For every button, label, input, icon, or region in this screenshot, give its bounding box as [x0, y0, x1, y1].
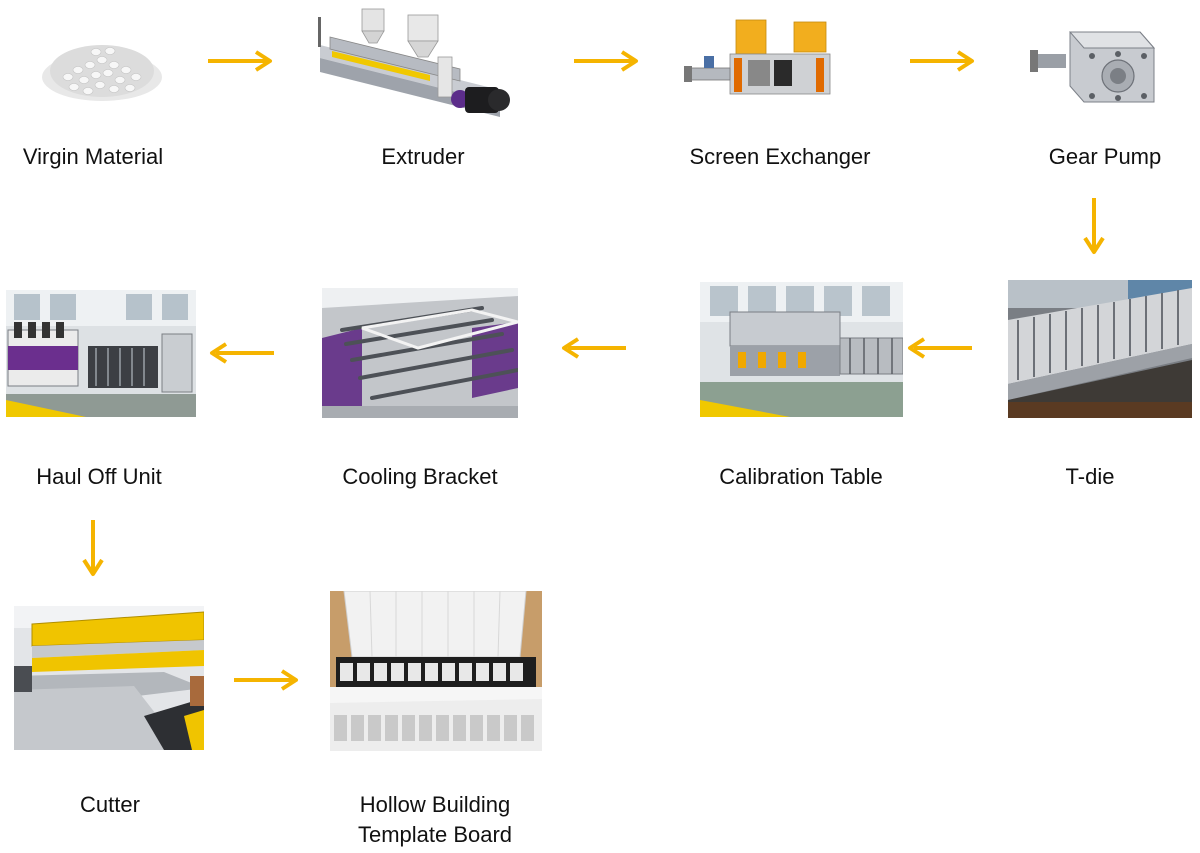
step-label-screen-exchanger: Screen Exchanger	[689, 144, 871, 169]
step-label-virgin-material: Virgin Material	[22, 144, 164, 169]
step-label-t-die: T-die	[1065, 464, 1115, 489]
screen-exchanger-image	[684, 18, 834, 102]
step-label-cutter: Cutter	[80, 792, 140, 817]
arrow-down-icon	[1083, 196, 1105, 256]
step-label-haul-off-unit: Haul Off Unit	[36, 464, 162, 489]
arrow-right-icon	[232, 669, 300, 691]
step-label-extruder: Extruder	[381, 144, 465, 169]
plastic-pellets-image	[38, 25, 166, 105]
extruder-machine-image	[310, 5, 518, 133]
calibration-table-image	[700, 282, 903, 417]
step-label-gear-pump: Gear Pump	[1048, 144, 1162, 169]
arrow-right-icon	[572, 50, 640, 72]
hollow-board-image	[330, 591, 542, 751]
haul-off-unit-image	[6, 290, 196, 417]
arrow-left-icon	[908, 337, 974, 359]
step-label-hollow-board-line-2: Template Board	[357, 822, 513, 847]
arrow-down-icon	[82, 518, 104, 578]
arrow-right-icon	[206, 50, 274, 72]
step-label-calibration-table: Calibration Table	[719, 464, 883, 489]
arrow-left-icon	[562, 337, 628, 359]
step-label-cooling-bracket: Cooling Bracket	[342, 464, 498, 489]
arrow-left-icon	[210, 342, 276, 364]
arrow-right-icon	[908, 50, 976, 72]
t-die-image	[1008, 280, 1192, 418]
gear-pump-image	[1030, 18, 1160, 116]
cooling-bracket-image	[322, 288, 518, 418]
cutter-image	[14, 606, 204, 750]
step-label-hollow-board-line-1: Hollow Building	[359, 792, 511, 817]
